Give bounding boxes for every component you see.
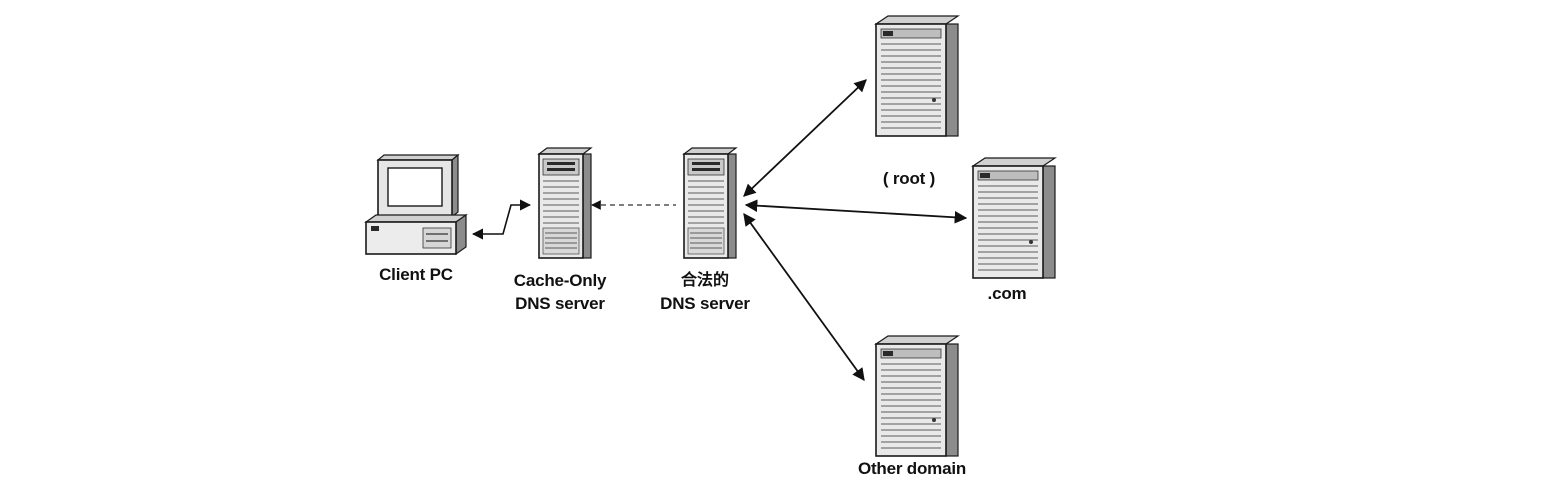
computer-icon bbox=[364, 153, 468, 256]
legit-dns-label-line1: 合法的 bbox=[681, 270, 729, 289]
cache-only-label-line1: Cache-Only bbox=[514, 271, 607, 290]
other-domain-label: Other domain bbox=[858, 459, 966, 478]
server-icon bbox=[683, 147, 737, 259]
cache-only-label-line2: DNS server bbox=[515, 294, 605, 313]
com-node: .com bbox=[972, 157, 1056, 303]
root-label: ( root ) bbox=[883, 169, 935, 188]
other-domain-node: Other domain bbox=[858, 335, 966, 478]
cache-only-node: Cache-Only DNS server bbox=[514, 147, 607, 313]
link-legit-com bbox=[744, 199, 968, 224]
com-label: .com bbox=[988, 284, 1027, 303]
server-icon bbox=[972, 157, 1056, 279]
client-pc-node: Client PC bbox=[364, 153, 468, 284]
legit-dns-label-line2: DNS server bbox=[660, 294, 750, 313]
server-icon bbox=[875, 15, 959, 137]
link-legit-root bbox=[743, 79, 867, 197]
root-node: ( root ) bbox=[875, 15, 959, 188]
legit-dns-node: 合法的 DNS server bbox=[660, 147, 751, 313]
connections bbox=[471, 79, 968, 382]
link-legit-other bbox=[743, 212, 865, 382]
server-icon bbox=[538, 147, 592, 259]
link-client-cache bbox=[471, 199, 532, 240]
client-pc-label: Client PC bbox=[379, 265, 453, 284]
server-icon bbox=[875, 335, 959, 457]
